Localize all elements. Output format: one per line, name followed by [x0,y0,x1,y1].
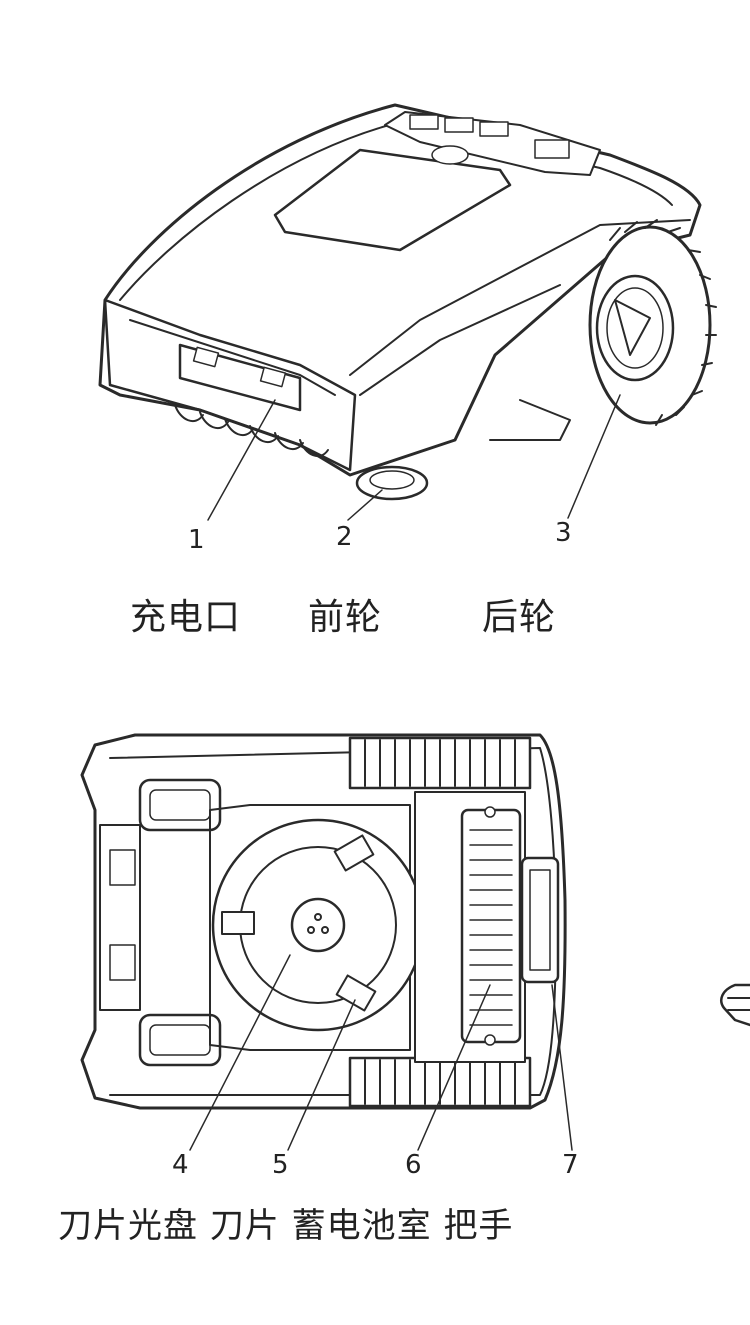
callout-number-1: 1 [188,525,205,555]
callout-number-4: 4 [172,1150,189,1180]
callout-number-2: 2 [336,522,353,552]
caption-front-wheel: 前轮 [308,597,383,638]
leader-line-3 [567,394,621,519]
caption-charging-port: 充电口 [130,597,242,638]
leader-line-4 [189,954,291,1151]
bottom-captions-row: 刀片光盘 刀片 蓄电池室 把手 [58,1198,513,1247]
caption-handle: 把手 [443,1206,514,1246]
leader-line-2 [347,489,383,521]
caption-battery-compartment: 蓄电池室 [291,1206,432,1246]
callout-number-6: 6 [405,1150,422,1180]
leader-line-1 [207,399,276,521]
leader-line-7 [551,984,573,1151]
caption-blade-disc: 刀片光盘 [58,1206,198,1246]
mower-perspective-illustration [98,103,717,521]
callout-number-3: 3 [555,518,572,548]
leader-line-6 [417,984,491,1151]
callout-number-7: 7 [562,1150,579,1180]
caption-rear-wheel: 后轮 [482,597,557,638]
callout-number-5: 5 [272,1150,289,1180]
caption-blade: 刀片 [209,1206,280,1246]
leader-line-5 [287,999,356,1151]
